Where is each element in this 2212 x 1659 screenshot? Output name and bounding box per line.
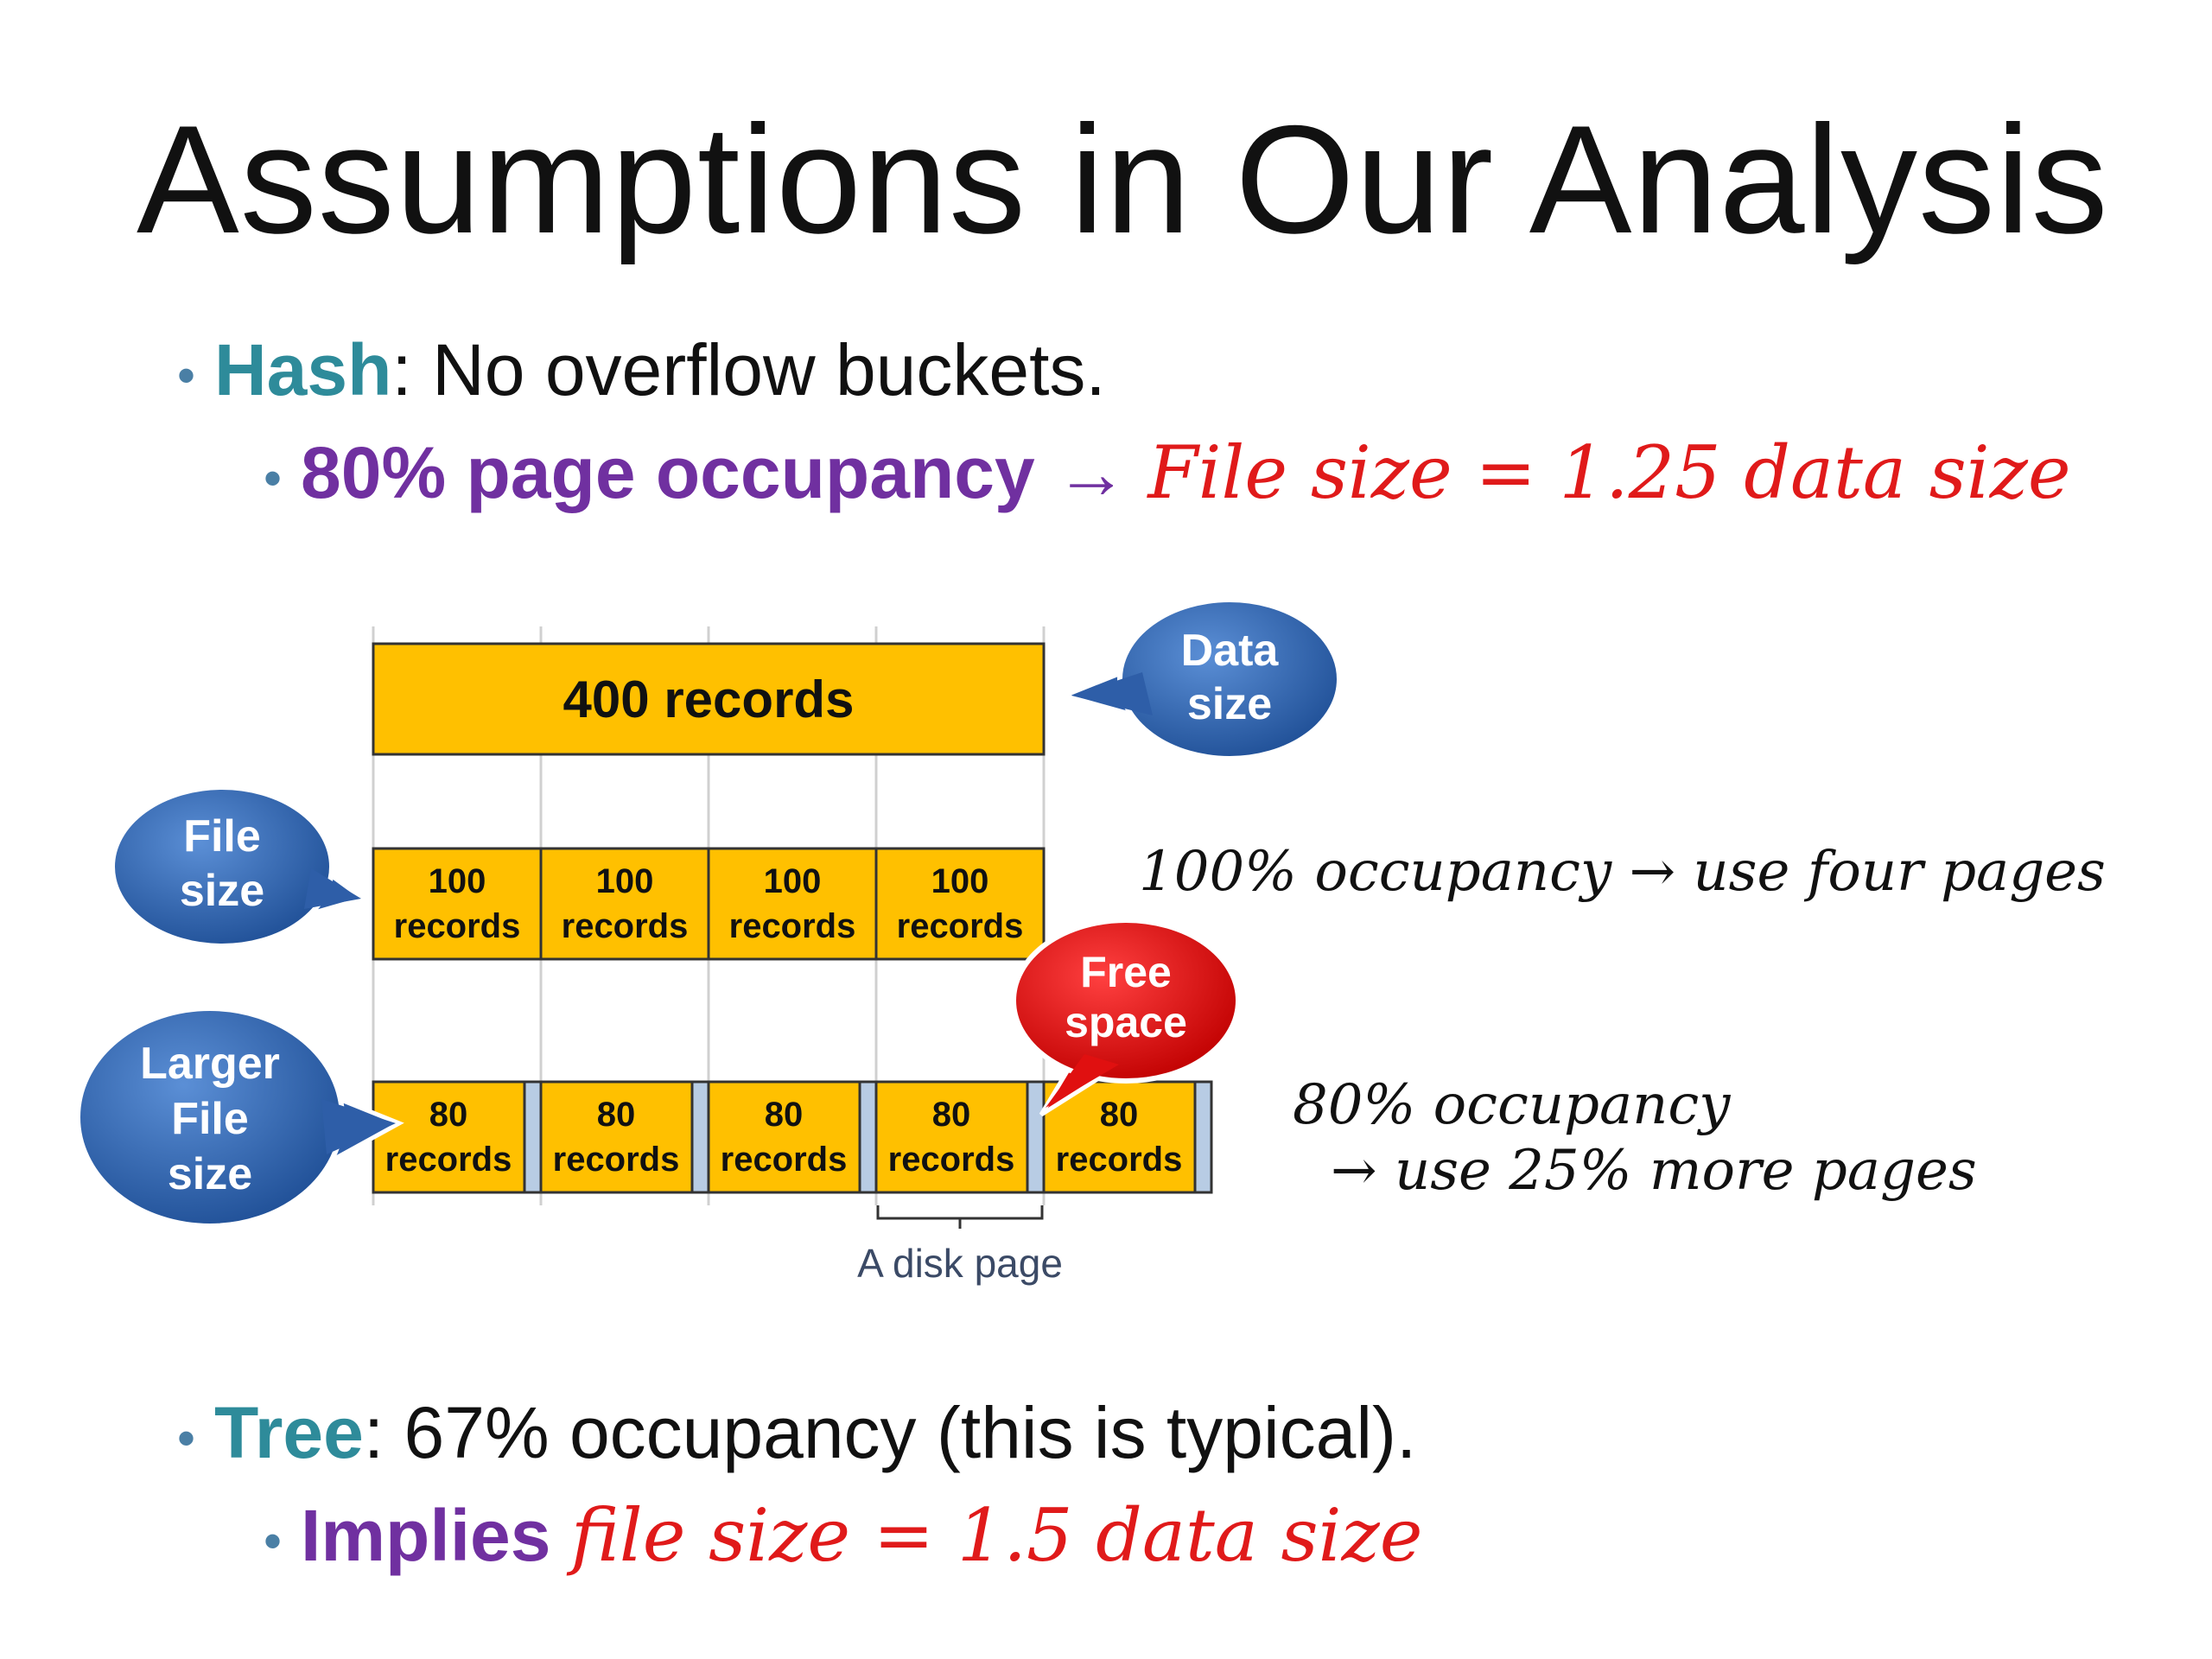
occupancy-formula: File size = 1.25 data size	[1147, 430, 2071, 515]
callout-bubble	[1117, 597, 1342, 761]
partial-page-unit: records	[888, 1141, 1015, 1179]
callout-text: size	[180, 866, 264, 916]
callout-pointer-fill	[1071, 672, 1153, 715]
partial-page-count: 80	[932, 1096, 971, 1134]
partial-page-block	[539, 1080, 694, 1194]
full-page-count: 100	[764, 862, 822, 900]
note-full-occupancy: 100% occupancy → use four pages	[1139, 840, 2106, 904]
full-page-count: 100	[596, 862, 654, 900]
free-space-block	[1193, 1080, 1213, 1194]
row-80-occupancy: 80 records 80 records 80 records 80 reco…	[372, 1080, 1213, 1194]
full-page-count: 100	[931, 862, 989, 900]
callout-text: File	[183, 811, 261, 861]
free-space-block	[690, 1080, 710, 1194]
full-page-unit: records	[729, 907, 856, 945]
callout-text: space	[1065, 998, 1187, 1046]
partial-page-count: 80	[1100, 1096, 1139, 1134]
full-page-block	[874, 847, 1046, 961]
callout-text: Free	[1080, 948, 1172, 996]
tree-text: : 67% occupancy (this is typical).	[363, 1392, 1417, 1473]
callout-larger-file-size: Larger File size	[75, 1006, 404, 1229]
hash-label: Hash	[214, 329, 392, 410]
callout-bubble	[1011, 918, 1241, 1084]
bullet-hash: • Hash: No overflow buckets.	[177, 328, 1106, 412]
partial-page-block	[1042, 1080, 1197, 1194]
row-full-occupancy: 100 records 100 records 100 records 100 …	[372, 847, 1046, 961]
implies-label: Implies	[301, 1495, 551, 1576]
partial-page-count: 80	[765, 1096, 804, 1134]
partial-page-count: 80	[429, 1096, 468, 1134]
implies-formula: file size = 1.5 data size	[570, 1493, 1423, 1578]
tree-label: Tree	[214, 1392, 364, 1473]
partial-page-block	[372, 1080, 526, 1194]
bullet-dot-icon: •	[264, 1512, 283, 1571]
bullet-tree: • Tree: 67% occupancy (this is typical).	[177, 1391, 1416, 1475]
full-page-unit: records	[394, 907, 521, 945]
bullet-dot-icon: •	[177, 346, 196, 405]
partial-page-block	[874, 1080, 1029, 1194]
full-page-count: 100	[429, 862, 486, 900]
full-page-block	[707, 847, 878, 961]
free-space-block	[523, 1080, 543, 1194]
free-space-block	[1026, 1080, 1046, 1194]
callout-pointer-fill	[1046, 1054, 1119, 1108]
callout-free-space: Free space	[1011, 918, 1241, 1117]
full-page-block	[539, 847, 710, 961]
occupancy-label: 80% page occupancy →	[301, 432, 1128, 513]
partial-page-unit: records	[721, 1141, 848, 1179]
bullet-occupancy: • 80% page occupancy → File size = 1.25 d…	[264, 430, 2071, 515]
hash-text: : No overflow buckets.	[391, 329, 1106, 410]
disk-page-label: A disk page	[857, 1241, 1063, 1286]
callout-pointer-fill	[304, 868, 361, 909]
note-80-occupancy-line1: 80% occupancy	[1293, 1073, 1731, 1137]
bullet-dot-icon: •	[264, 449, 283, 508]
callout-text: Larger	[140, 1039, 280, 1089]
data-size-label: 400 records	[563, 671, 855, 728]
full-page-unit: records	[562, 907, 689, 945]
partial-page-count: 80	[597, 1096, 636, 1134]
callout-pointer-fill	[321, 1099, 396, 1154]
partial-page-unit: records	[385, 1141, 512, 1179]
callout-text: size	[1187, 679, 1272, 729]
callout-file-size: File size	[110, 785, 368, 949]
data-size-block	[372, 642, 1046, 756]
full-page-unit: records	[897, 907, 1024, 945]
callout-bubble	[110, 785, 334, 949]
callout-data-size: Data size	[1058, 597, 1342, 761]
callout-text: File	[171, 1094, 249, 1144]
bullet-dot-icon: •	[177, 1409, 196, 1468]
partial-page-unit: records	[553, 1141, 680, 1179]
partial-page-block	[707, 1080, 861, 1194]
disk-page-bracket	[876, 1205, 1044, 1229]
partial-page-unit: records	[1056, 1141, 1183, 1179]
note-80-occupancy-line2: → use 25% more pages	[1331, 1139, 1977, 1203]
slide-title: Assumptions in Our Analysis	[137, 93, 2109, 265]
full-page-block	[372, 847, 543, 961]
bullet-implies: • Implies file size = 1.5 data size	[264, 1493, 1422, 1578]
free-space-block	[858, 1080, 878, 1194]
callout-text: Data	[1181, 626, 1280, 676]
callout-text: size	[168, 1149, 252, 1199]
